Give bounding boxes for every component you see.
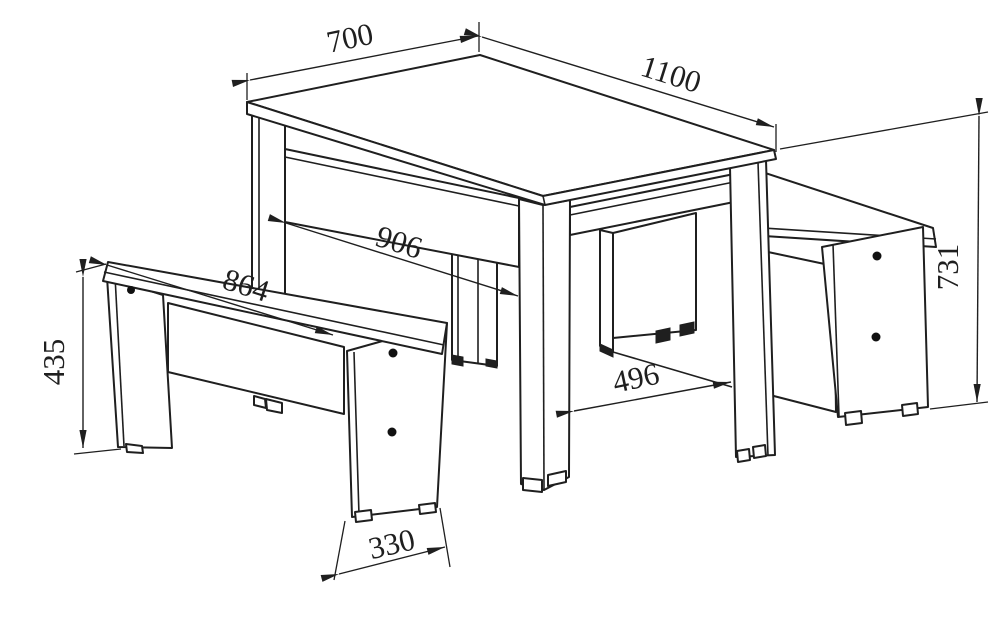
table-apron-right-edge (569, 181, 735, 216)
table-back-leg-foot (451, 354, 464, 367)
bench-right-far-foot (655, 327, 671, 344)
cam-bolt-dot (872, 251, 882, 261)
dim-bench-height: 435 (36, 259, 122, 455)
table-right-leg-edge (757, 161, 769, 457)
bench-right (599, 165, 937, 426)
bench-right-end-panel-far (612, 212, 697, 339)
dim-table-height-label: 731 (930, 244, 965, 291)
dim-table-top-width-label: 700 (323, 16, 376, 60)
table-top-corner (542, 195, 546, 206)
bench-right-far-foot (679, 321, 695, 337)
bench-left-apron-bracket (265, 398, 283, 414)
bench-left (102, 261, 448, 523)
cam-bolt-dot (127, 286, 135, 294)
bench-right-end-panel-far-edge (599, 229, 614, 353)
table-front-leg-edge (542, 204, 545, 491)
bench-right-far-foot (599, 343, 614, 358)
dim-bench-height-label: 435 (36, 339, 71, 386)
table-right-leg-foot (752, 444, 767, 459)
bench-left-foot (125, 443, 144, 454)
dim-table-top-length-label: 1100 (637, 48, 706, 100)
dim-table-leg-span: 496 (555, 356, 732, 418)
bench-right-end-panel (821, 226, 929, 418)
table-back-leg-foot (485, 358, 498, 369)
table-right-leg (729, 159, 776, 458)
table-front-leg-foot (522, 477, 543, 493)
table-front-leg-foot (547, 470, 567, 487)
bench-right-end-panel-edge (832, 243, 840, 417)
dim-table-leg-span-label: 496 (609, 356, 662, 400)
bench-left-end-panel-edge (353, 351, 360, 516)
cam-bolt-dot (871, 332, 881, 342)
bench-left-foot (418, 502, 437, 515)
bench-left-foot (354, 509, 373, 523)
bench-left-apron-bracket (253, 395, 267, 409)
dim-bench-depth-label: 330 (365, 521, 418, 566)
table-right-leg-foot (736, 448, 751, 463)
table-apron-left-edge (284, 156, 520, 207)
cam-bolt-dot (388, 348, 398, 358)
bench-right-foot (901, 402, 919, 417)
dim-table-height: 731 (779, 97, 989, 410)
cam-bolt-dot (387, 427, 397, 437)
dim-bench-depth: 330 (320, 507, 451, 582)
bench-right-foot (844, 410, 863, 426)
bench-right-apron-bottom-edge (612, 351, 733, 388)
